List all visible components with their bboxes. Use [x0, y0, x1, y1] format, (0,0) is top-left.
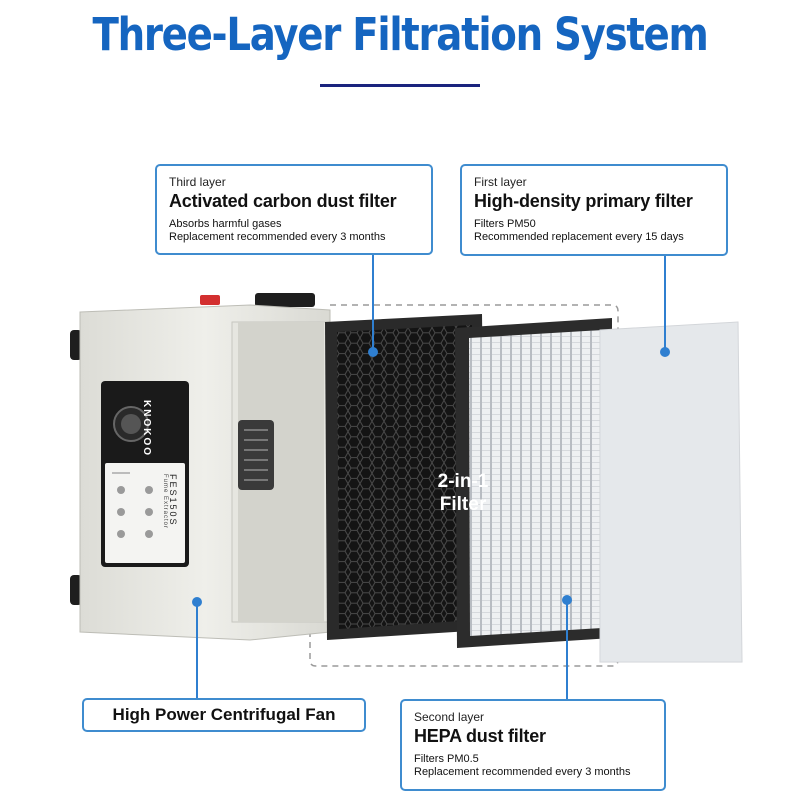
callout-detail: Replacement recommended every 3 months	[169, 231, 386, 243]
callout-detail: Absorbs harmful gases	[169, 218, 282, 230]
callout-layer: Third layer	[169, 175, 226, 189]
title-underline	[320, 84, 480, 87]
callout-detail: Replacement recommended every 3 months	[414, 766, 631, 778]
callout-detail: Filters PM0.5	[414, 753, 479, 765]
callout-title: Activated carbon dust filter	[169, 191, 397, 211]
fume-extractor-device	[70, 293, 331, 641]
primary-filter	[599, 321, 743, 663]
callout-layer: First layer	[474, 175, 527, 189]
callout-primary: First layer High-density primary filter …	[460, 164, 728, 256]
callout-hepa: Second layer HEPA dust filter Filters PM…	[400, 699, 666, 791]
callout-carbon: Third layer Activated carbon dust filter…	[155, 164, 433, 255]
callout-title: High-density primary filter	[474, 191, 693, 211]
two-in-one-outline	[309, 304, 619, 667]
callout-title: HEPA dust filter	[414, 726, 546, 746]
hepa-filter	[455, 318, 612, 648]
callout-connectors	[192, 255, 670, 700]
callout-fan: High Power Centrifugal Fan	[82, 698, 366, 732]
brand-label: KNOKOO	[141, 400, 152, 457]
page-title: Three-Layer Filtration System	[92, 8, 708, 61]
callout-layer: Second layer	[414, 710, 485, 724]
callout-detail: Recommended replacement every 15 days	[474, 231, 684, 243]
activated-carbon-filter	[325, 314, 486, 640]
model-label: FES150S	[168, 474, 178, 527]
callout-detail: Filters PM50	[474, 218, 536, 230]
two-in-one-label: 2-in-1 Filter	[437, 471, 489, 515]
model-sub-label: Fume Extractor	[162, 474, 168, 530]
